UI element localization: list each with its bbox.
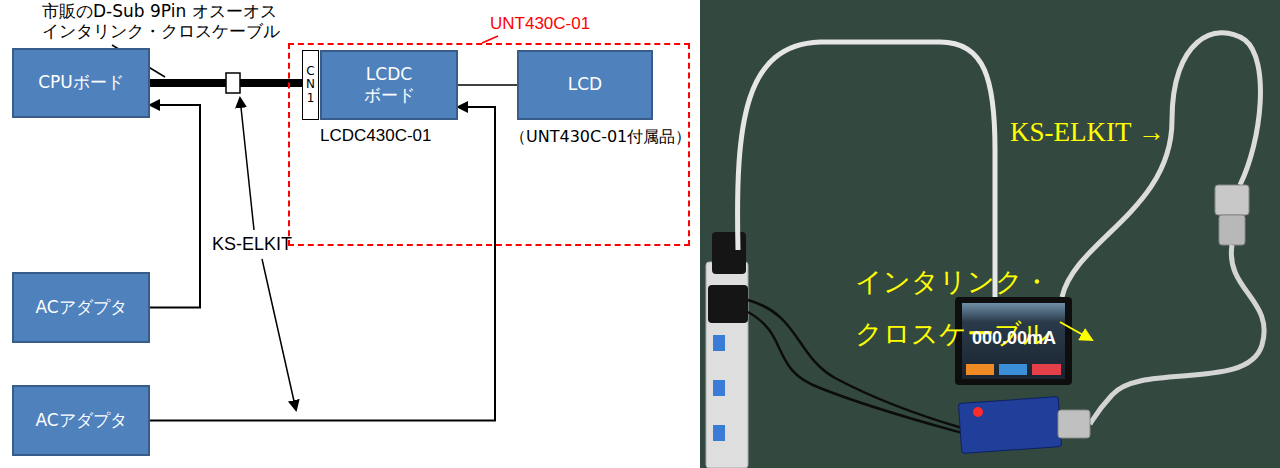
kit-name: KS-ELKIT [212, 234, 292, 256]
leader-arrow [262, 259, 296, 410]
screen-reading: 000.00mA [972, 328, 1056, 350]
dsub-connector [1219, 215, 1245, 245]
box-label: LCD [568, 74, 602, 95]
label-holder: 市販のD-Sub 9Pin オスーオス インタリンク・クロスケーブル [42, 2, 317, 41]
power-strip [706, 262, 748, 468]
label-holder: KS-ELKIT → [1010, 116, 1165, 148]
connector-name: CN1 [305, 65, 317, 105]
serial-cable [1090, 245, 1264, 424]
dsub-connector [1058, 410, 1090, 438]
process-box: LCD [517, 50, 653, 120]
photo-callout: KS-ELKIT → [1010, 116, 1165, 148]
cable-plug [226, 73, 240, 93]
process-box: CPUボード [12, 48, 150, 118]
part-note: （UNT430C-01付属品） [510, 127, 691, 146]
label-holder: 000.00mA [972, 328, 1056, 350]
process-box: LCDC ボード [320, 50, 458, 120]
screen-button [966, 364, 994, 375]
process-box: ACアダプタ [12, 272, 150, 343]
usb-cable [738, 42, 995, 297]
box-label: ACアダプタ [35, 297, 126, 318]
strip-switch [713, 380, 725, 396]
led [973, 407, 983, 417]
label-holder: （UNT430C-01付属品） [510, 127, 691, 146]
lcd-screen [962, 303, 1065, 379]
cpu-board-photo [958, 397, 1061, 454]
box-label: ACアダプタ [35, 410, 126, 431]
label-holder: LCDC430C-01 [320, 126, 432, 146]
strip-switch [713, 425, 725, 441]
photo-background [700, 0, 1280, 468]
label-holder: KS-ELKIT [212, 234, 292, 256]
ac-adapter [712, 232, 746, 274]
box-label: LCDC ボード [354, 64, 424, 107]
leader-line [482, 36, 498, 43]
dsub-connector [1215, 185, 1249, 215]
region-title: UNT430C-01 [490, 14, 590, 34]
connector [150, 105, 200, 308]
screen-button [1032, 364, 1061, 375]
connector [458, 84, 517, 86]
callout-arrow [1060, 322, 1092, 340]
ac-adapter [708, 285, 748, 323]
lcd-bezel [955, 297, 1072, 385]
part-number: LCDC430C-01 [320, 126, 432, 146]
connector [150, 107, 495, 421]
screen-button [999, 364, 1027, 375]
cable-note: 市販のD-Sub 9Pin オスーオス インタリンク・クロスケーブル [42, 2, 317, 41]
strip-switch [713, 335, 725, 351]
connector-box: CN1 [302, 50, 319, 120]
box-label: CPUボード [38, 72, 124, 93]
process-box: ACアダプタ [12, 385, 150, 456]
leader-arrow [240, 98, 254, 230]
